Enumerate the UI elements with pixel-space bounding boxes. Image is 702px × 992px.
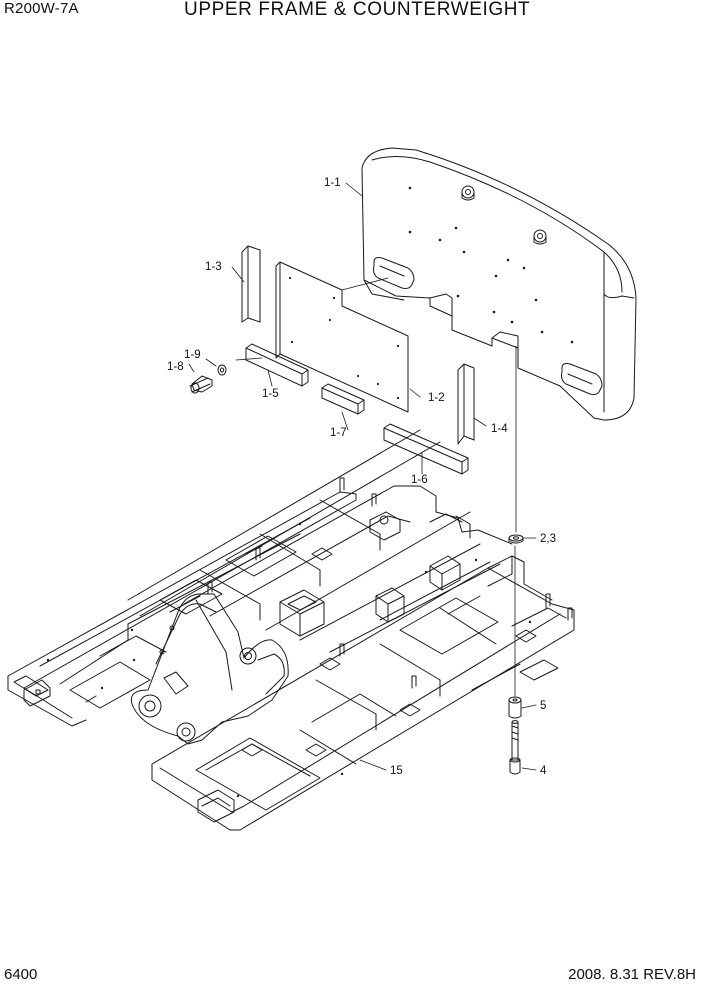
callout-15: 15 bbox=[390, 765, 403, 777]
side-shim-right-part bbox=[457, 363, 475, 445]
callout-1-9: 1-9 bbox=[184, 349, 201, 361]
callout-1-2: 1-2 bbox=[428, 392, 445, 404]
model-code: R200W-7A bbox=[4, 0, 79, 17]
callout-leaders bbox=[188, 182, 537, 771]
upper-frame-part bbox=[7, 429, 575, 831]
callout-1-8: 1-8 bbox=[167, 361, 184, 373]
callout-5: 5 bbox=[540, 700, 546, 712]
callout-1-6: 1-6 bbox=[411, 474, 428, 486]
callout-1-3: 1-3 bbox=[205, 261, 222, 273]
callout-1-7: 1-7 bbox=[330, 427, 347, 439]
shim-bar-1-6-part bbox=[383, 423, 469, 475]
callout-2-3: 2,3 bbox=[540, 533, 556, 545]
callout-1-5: 1-5 bbox=[262, 388, 279, 400]
bolt-and-washer-part bbox=[189, 364, 227, 394]
page-title: UPPER FRAME & COUNTERWEIGHT bbox=[184, 0, 531, 20]
callout-1-1: 1-1 bbox=[324, 177, 341, 189]
weight-plate-part bbox=[275, 261, 409, 413]
spacer-5-part bbox=[508, 696, 522, 719]
revision-date: 2008. 8.31 REV.8H bbox=[568, 966, 696, 983]
page-number: 6400 bbox=[4, 966, 38, 983]
washer-2-3-part bbox=[508, 534, 524, 544]
counterweight-part bbox=[361, 147, 637, 421]
assembly-center-lines bbox=[235, 277, 517, 697]
shim-bar-1-7-part bbox=[321, 383, 365, 415]
bolt-4-part bbox=[509, 720, 521, 775]
side-shim-left-part bbox=[241, 245, 261, 323]
callout-4: 4 bbox=[540, 765, 547, 777]
callout-1-4: 1-4 bbox=[491, 423, 508, 435]
shim-bar-1-5-part bbox=[245, 343, 309, 387]
